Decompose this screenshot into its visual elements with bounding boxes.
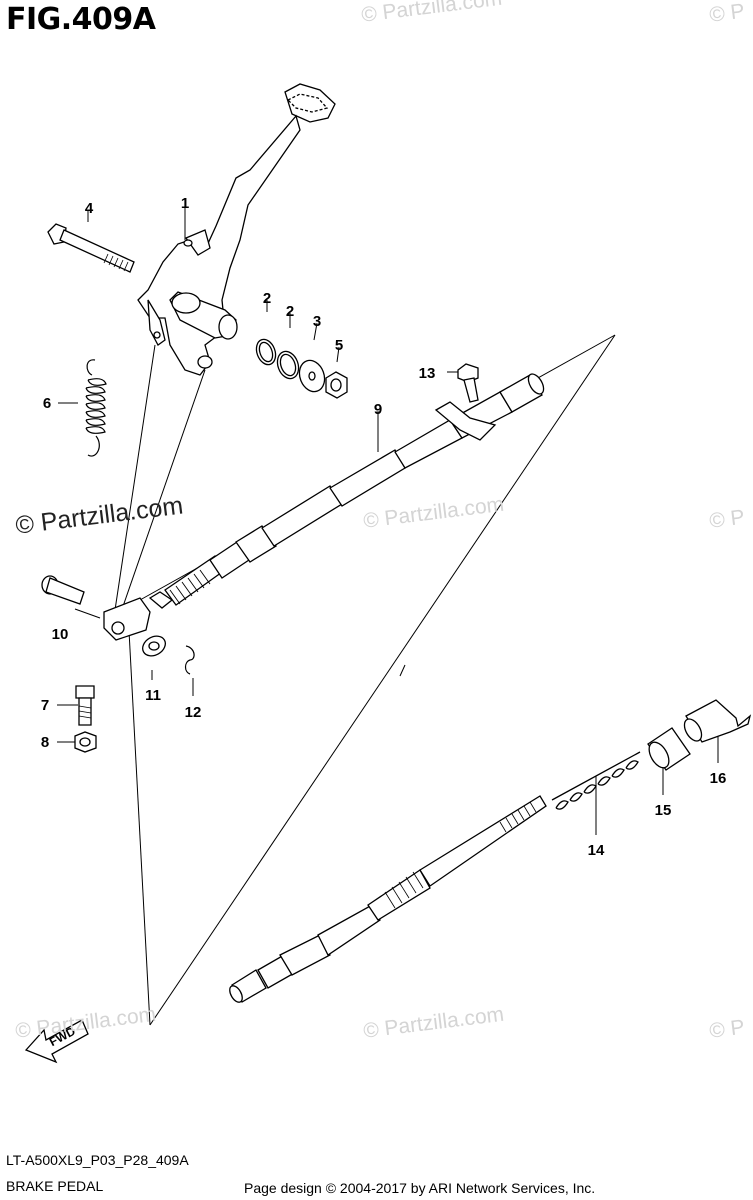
callout-c5: 5 (334, 337, 344, 354)
section-name: BRAKE PEDAL (6, 1178, 104, 1194)
brake-cable-part-9 (148, 373, 545, 609)
nut-part-8 (74, 731, 97, 753)
sleeve-part-15 (647, 727, 691, 771)
figure-title: FIG.409A (6, 2, 156, 37)
callout-c11: 11 (145, 687, 161, 704)
callout-c2b: 2 (285, 303, 295, 320)
bolt-part-13 (457, 363, 479, 403)
fwd-arrow (24, 1019, 89, 1064)
callout-c16: 16 (709, 770, 727, 787)
callout-c15: 15 (654, 802, 672, 819)
callout-c14: 14 (587, 842, 605, 859)
clevis-joint (103, 597, 151, 641)
callout-c7: 7 (40, 697, 50, 714)
brake-pedal-part-1 (137, 83, 336, 376)
spring-part-6 (85, 359, 107, 457)
washers-parts-2-3 (255, 338, 326, 393)
leader-lines (57, 205, 719, 835)
callout-c9: 9 (373, 401, 383, 418)
callout-c3: 3 (312, 313, 322, 330)
bolt-part-7 (75, 685, 95, 726)
callout-c1: 1 (180, 195, 190, 212)
page-credit: Page design © 2004-2017 by ARI Network S… (244, 1180, 596, 1196)
callout-c8: 8 (40, 734, 50, 751)
watermark: © P (708, 505, 746, 533)
nut-part-5 (325, 371, 348, 399)
cable-part-14 (229, 751, 641, 1003)
cotter-pin-part-12 (184, 645, 195, 675)
washer-part-11 (142, 635, 166, 657)
callout-c2a: 2 (262, 290, 272, 307)
diagram-code: LT-A500XL9_P03_P28_409A (6, 1152, 189, 1168)
joint-part-16 (683, 699, 752, 743)
bolt-part-4 (47, 223, 135, 273)
callout-c12: 12 (184, 704, 202, 721)
callout-c4: 4 (84, 200, 94, 217)
watermark: © P (708, 0, 746, 27)
watermark: © P (708, 1015, 746, 1043)
callout-c6: 6 (42, 395, 52, 412)
callout-c10: 10 (51, 626, 69, 643)
cable-link-line (399, 664, 406, 677)
callout-c13: 13 (418, 365, 436, 382)
clevis-pin-part-10 (41, 575, 85, 605)
